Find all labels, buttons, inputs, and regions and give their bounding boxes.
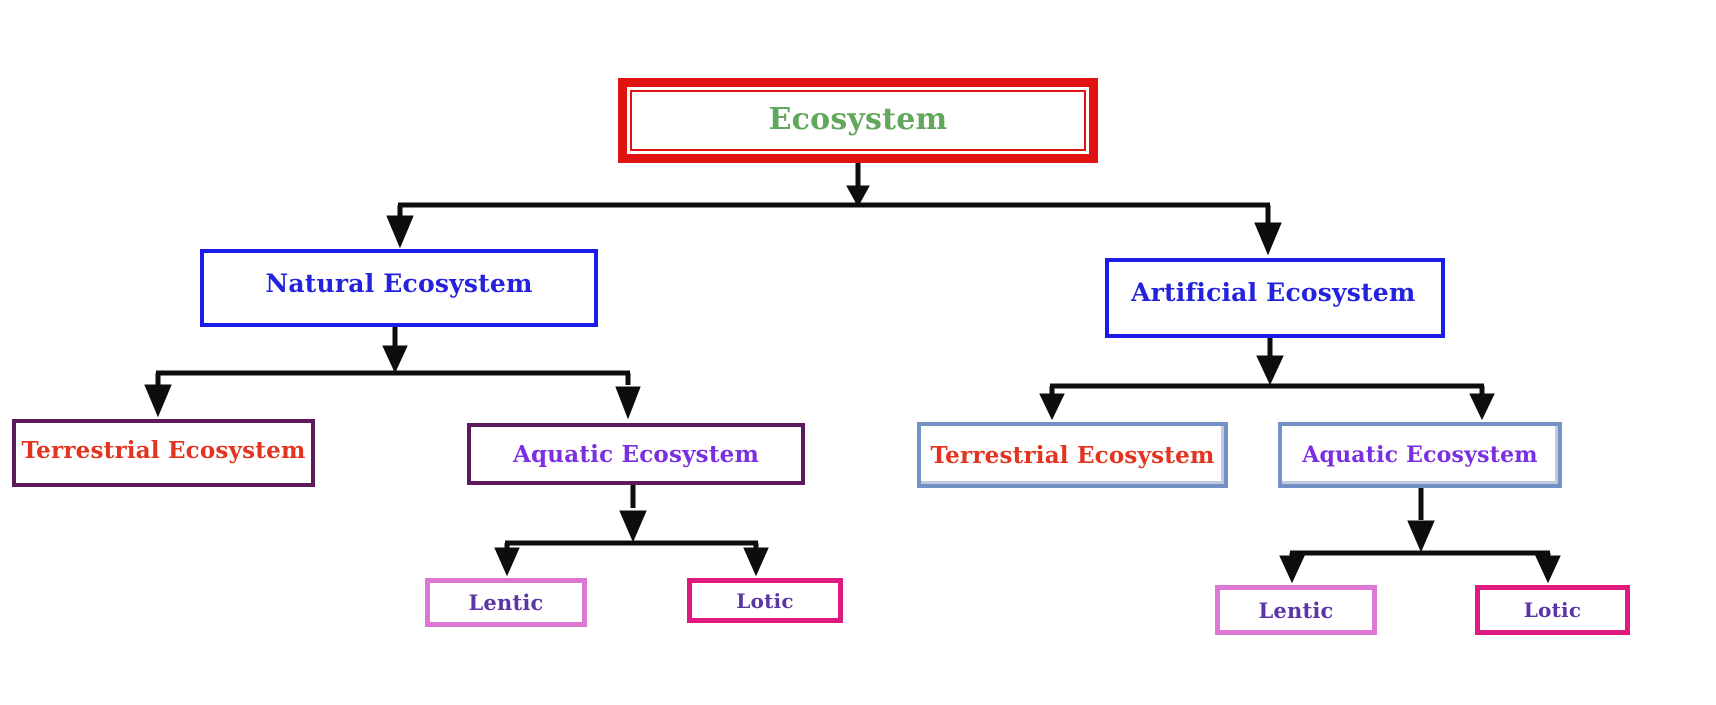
node-aquatic-ecosystem-natural: Aquatic Ecosystem [467,423,805,485]
arrowhead-down [743,547,769,577]
node-natural-ecosystem-label: Natural Ecosystem [265,268,533,298]
edge-group-aquatic-right-children [1279,488,1561,584]
arrowhead-down [846,185,870,208]
node-aquatic-ecosystem-artificial-label: Aquatic Ecosystem [1302,442,1538,468]
arrowhead-down [382,345,408,374]
arrowhead-down [144,384,172,418]
node-ecosystem-label: Ecosystem [768,102,948,137]
node-lotic-natural: Lotic [687,578,843,623]
arrowhead-down [1256,355,1284,386]
node-lentic-artificial-label: Lentic [1258,597,1334,623]
edge-group-natural-children [144,327,641,420]
node-aquatic-ecosystem-artificial: Aquatic Ecosystem [1278,422,1562,488]
node-terrestrial-ecosystem-natural: Terrestrial Ecosystem [12,419,315,487]
arrowhead-down [1254,222,1282,256]
arrowhead-down [1407,520,1435,553]
node-aquatic-ecosystem-natural-label: Aquatic Ecosystem [512,440,760,468]
arrowhead-down [1039,393,1065,421]
node-artificial-ecosystem: Artificial Ecosystem [1105,258,1445,338]
node-lotic-natural-label: Lotic [736,588,794,613]
node-terrestrial-ecosystem-artificial: Terrestrial Ecosystem [917,422,1228,488]
node-lentic-natural: Lentic [425,578,587,627]
node-lentic-natural-label: Lentic [468,590,544,615]
node-terrestrial-ecosystem-artificial-label: Terrestrial Ecosystem [930,441,1215,469]
arrowhead-down [494,547,520,577]
arrowhead-down [615,386,641,420]
node-artificial-ecosystem-label: Artificial Ecosystem [1131,277,1416,307]
arrowhead-down [1279,555,1305,584]
arrowhead-down [1469,393,1495,421]
node-lotic-artificial-label: Lotic [1523,598,1582,622]
node-lotic-artificial: Lotic [1475,585,1630,635]
edge-group-artificial-children [1039,338,1495,421]
arrowhead-down [386,215,414,249]
node-lentic-artificial: Lentic [1215,585,1377,635]
edge-group-ecosystem-children [386,163,1282,256]
arrowhead-down [619,510,647,543]
edge-group-aquatic-left-children [494,485,769,577]
arrowhead-down [1535,555,1561,584]
node-ecosystem: Ecosystem [618,78,1098,163]
node-natural-ecosystem: Natural Ecosystem [200,249,598,327]
node-terrestrial-ecosystem-natural-label: Terrestrial Ecosystem [21,436,306,464]
